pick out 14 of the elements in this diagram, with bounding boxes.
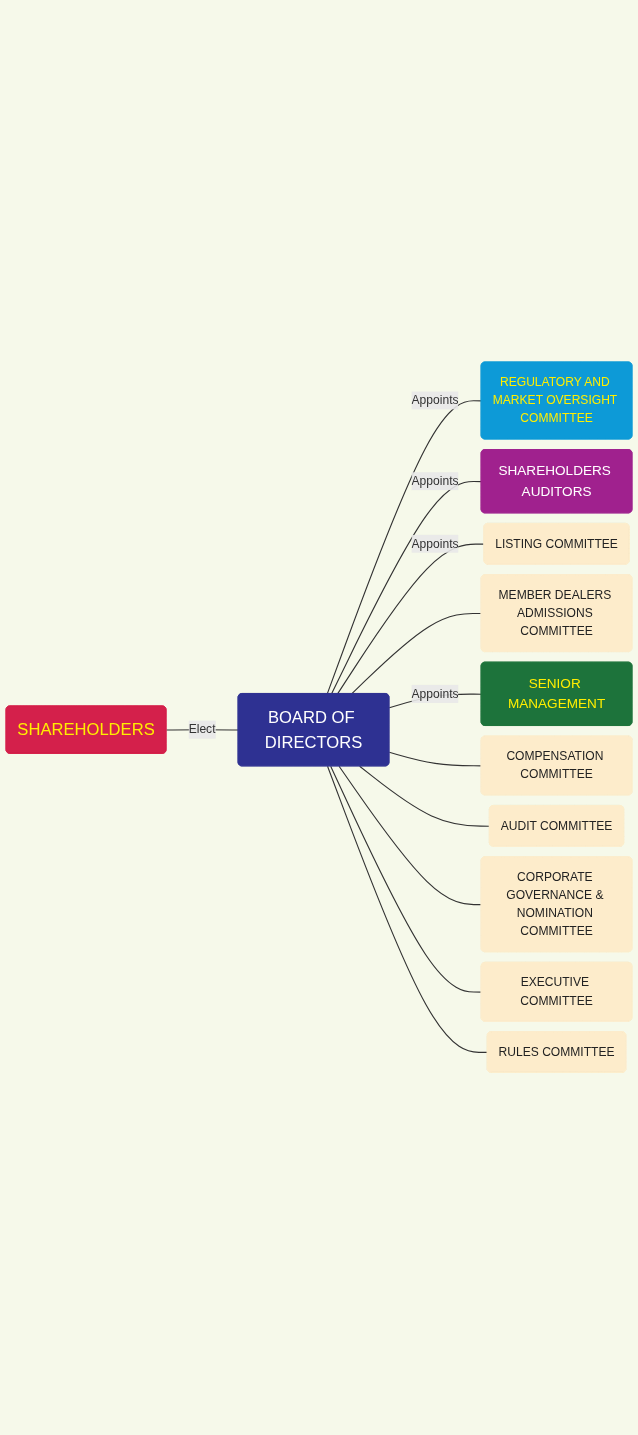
connector <box>351 613 483 695</box>
edge-label: Appoints <box>411 474 459 488</box>
connector <box>330 765 483 993</box>
connector <box>326 765 489 1054</box>
edge-label: Elect <box>188 723 216 736</box>
connector <box>326 400 483 695</box>
connector <box>338 765 483 906</box>
edge-label: Appoints <box>411 393 459 407</box>
connector <box>337 543 485 695</box>
connector <box>359 765 491 828</box>
edge-label: Appoints <box>411 537 459 551</box>
edge-label: Appoints <box>411 687 459 701</box>
connector <box>331 481 483 695</box>
connector <box>388 751 483 767</box>
